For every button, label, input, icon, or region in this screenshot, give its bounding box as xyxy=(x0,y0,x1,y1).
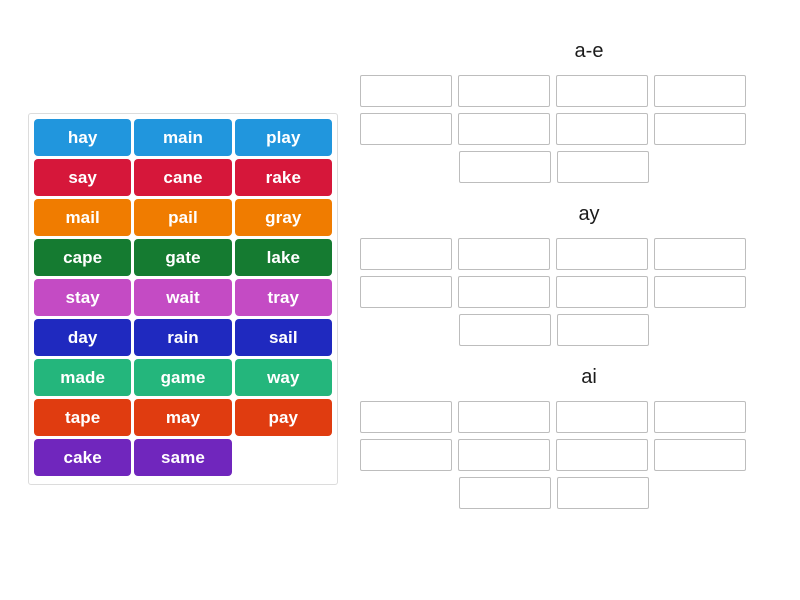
drop-slot[interactable] xyxy=(556,276,648,308)
drop-slot[interactable] xyxy=(654,401,746,433)
drop-slot-row xyxy=(360,75,780,107)
drop-slot[interactable] xyxy=(556,113,648,145)
word-tile[interactable]: made xyxy=(34,359,132,396)
drop-slot[interactable] xyxy=(360,439,452,471)
drop-slot[interactable] xyxy=(654,238,746,270)
drop-slot-row xyxy=(360,401,780,433)
drop-slot[interactable] xyxy=(556,439,648,471)
sort-group-ae: a-e xyxy=(360,40,780,183)
sort-group-ai: ai xyxy=(360,366,780,509)
word-tile[interactable]: hay xyxy=(34,119,132,156)
drop-slot[interactable] xyxy=(458,75,550,107)
drop-slot[interactable] xyxy=(557,151,649,183)
word-tile[interactable]: say xyxy=(34,159,132,196)
drop-slot[interactable] xyxy=(654,276,746,308)
drop-slot[interactable] xyxy=(556,238,648,270)
drop-slot[interactable] xyxy=(556,401,648,433)
word-tile[interactable]: rake xyxy=(234,159,332,196)
word-tile[interactable]: rain xyxy=(134,319,232,356)
drop-slot-row xyxy=(360,439,780,471)
word-tile[interactable]: tape xyxy=(34,399,132,436)
word-tile[interactable]: main xyxy=(134,119,232,156)
drop-slot[interactable] xyxy=(458,238,550,270)
word-tile[interactable]: wait xyxy=(134,279,232,316)
drop-slot[interactable] xyxy=(556,75,648,107)
drop-slot[interactable] xyxy=(654,113,746,145)
drop-slot[interactable] xyxy=(360,238,452,270)
drop-slot[interactable] xyxy=(458,401,550,433)
word-tile[interactable]: way xyxy=(234,359,332,396)
sort-groups-container: a-e ay ai xyxy=(360,40,780,560)
drop-slot-row xyxy=(360,477,780,509)
word-tile[interactable]: pay xyxy=(234,399,332,436)
word-tile[interactable]: gray xyxy=(234,199,332,236)
word-tile[interactable]: sail xyxy=(234,319,332,356)
drop-slot[interactable] xyxy=(557,477,649,509)
drop-slot[interactable] xyxy=(458,276,550,308)
drop-slot[interactable] xyxy=(360,113,452,145)
word-tile[interactable]: gate xyxy=(134,239,232,276)
drop-slot[interactable] xyxy=(458,113,550,145)
drop-slot-row xyxy=(360,151,780,183)
drop-slot[interactable] xyxy=(360,276,452,308)
word-tile[interactable]: day xyxy=(34,319,132,356)
drop-slot[interactable] xyxy=(557,314,649,346)
word-tile[interactable]: game xyxy=(134,359,232,396)
word-tile[interactable]: play xyxy=(234,119,332,156)
drop-slot-row xyxy=(360,113,780,145)
drop-slot[interactable] xyxy=(459,314,551,346)
drop-slot[interactable] xyxy=(459,151,551,183)
drop-slot[interactable] xyxy=(654,75,746,107)
word-tile[interactable]: cape xyxy=(34,239,132,276)
word-tile[interactable]: cake xyxy=(34,439,132,476)
drop-slot-row xyxy=(360,238,780,270)
drop-slot[interactable] xyxy=(360,75,452,107)
word-tile[interactable]: may xyxy=(134,399,232,436)
word-tile[interactable]: pail xyxy=(134,199,232,236)
sort-group-ay: ay xyxy=(360,203,780,346)
group-title: ai xyxy=(581,366,597,388)
word-tile[interactable]: lake xyxy=(234,239,332,276)
word-tile[interactable]: mail xyxy=(34,199,132,236)
word-tile[interactable]: tray xyxy=(234,279,332,316)
drop-slot[interactable] xyxy=(654,439,746,471)
drop-slot[interactable] xyxy=(360,401,452,433)
drop-slot[interactable] xyxy=(458,439,550,471)
drop-slot-row xyxy=(360,314,780,346)
word-tile[interactable]: cane xyxy=(134,159,232,196)
word-tile[interactable]: stay xyxy=(34,279,132,316)
word-tile-placeholder xyxy=(235,439,332,476)
group-title: a-e xyxy=(574,40,604,62)
word-tile[interactable]: same xyxy=(134,439,232,476)
drop-slot-row xyxy=(360,276,780,308)
group-title: ay xyxy=(578,203,600,225)
drop-slot[interactable] xyxy=(459,477,551,509)
